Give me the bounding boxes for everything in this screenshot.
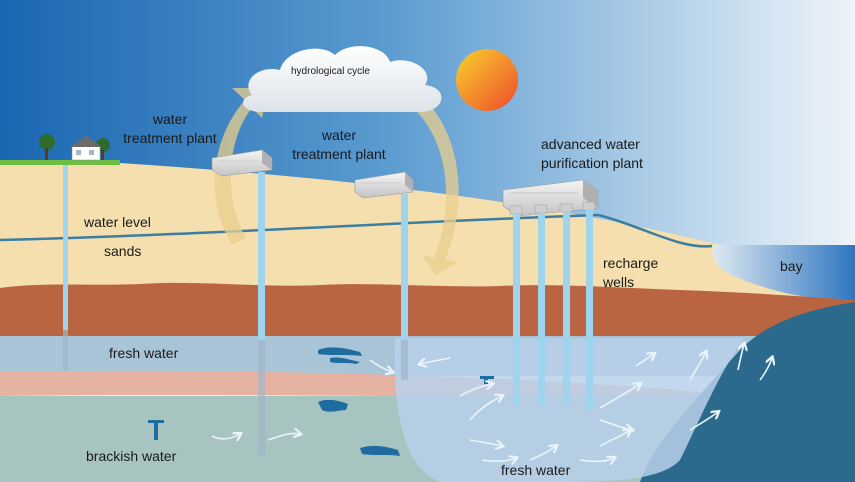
injected-fresh-water-bubble — [394, 338, 745, 482]
hydrological-cycle-label: hydrological cycle — [291, 66, 370, 77]
treatment-plant-center-pipe-deep — [401, 340, 408, 380]
recharge-wells-label: recharge wells — [603, 254, 658, 292]
advanced-plant-line1: advanced water — [541, 136, 640, 152]
recharge-wells-line2: wells — [603, 274, 635, 290]
water-treatment-plant-left — [211, 149, 273, 177]
treatment-plant-left-pipe-deep — [258, 340, 265, 455]
water-treatment-plant-center-line1: water — [321, 127, 357, 143]
house-with-trees — [39, 134, 110, 161]
bay-label: bay — [780, 258, 803, 274]
sands-label: sands — [104, 243, 142, 259]
brackish-water-label: brackish water — [86, 448, 177, 464]
water-treatment-plant-center — [354, 171, 414, 199]
treatment-plant-center-pipe — [401, 194, 408, 340]
flow-arrows — [211, 344, 772, 461]
fresh-water-lower-label: fresh water — [501, 462, 571, 478]
advanced-water-purification-plant-label: advanced water purification plant — [541, 135, 643, 173]
advanced-water-purification-plant — [502, 179, 599, 217]
recharge-wells-line1: recharge — [603, 255, 659, 271]
water-level-line — [0, 213, 713, 248]
grass-strip — [0, 160, 120, 165]
water-treatment-plant-center-line2: treatment plant — [292, 146, 386, 162]
house-well-pipe — [63, 165, 68, 330]
recharge-well-pipes — [513, 210, 593, 410]
intrusion-flecks — [148, 347, 494, 456]
water-treatment-plant-left-line2: treatment plant — [123, 130, 217, 146]
sea-water — [640, 302, 855, 482]
fresh-water-upper-label: fresh water — [109, 345, 179, 361]
water-treatment-plant-left-line1: water — [152, 111, 188, 127]
house-well-pipe-deep — [63, 330, 68, 370]
sun — [456, 49, 518, 111]
cloud — [243, 46, 442, 112]
water-treatment-plant-center-label: water treatment plant — [279, 126, 399, 164]
water-level-label: water level — [84, 214, 151, 230]
clay-layer — [0, 282, 855, 338]
water-treatment-plant-left-label: water treatment plant — [110, 110, 230, 148]
treatment-plant-left-pipe — [258, 172, 265, 340]
bay-water — [712, 245, 855, 302]
sand-layer — [0, 163, 855, 300]
advanced-plant-line2: purification plant — [541, 155, 643, 171]
